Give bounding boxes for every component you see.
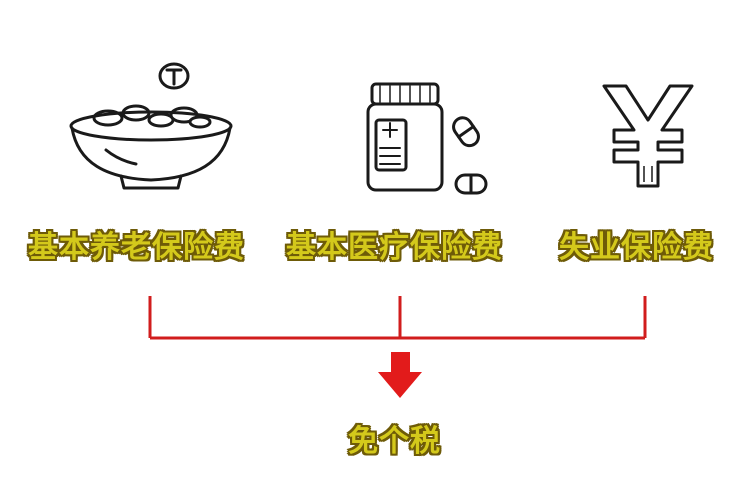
medicine-bottle-icon [366, 82, 488, 195]
coin-bowl-icon [69, 62, 233, 190]
down-arrow-icon [378, 352, 422, 398]
item-label-unemployment: 失业保险费 [559, 230, 714, 265]
item-label-pension: 基本养老保险费 [28, 230, 245, 265]
result-label: 免个税 [348, 424, 441, 459]
yuan-symbol-icon [602, 84, 694, 188]
item-label-medical: 基本医疗保险费 [286, 230, 503, 265]
